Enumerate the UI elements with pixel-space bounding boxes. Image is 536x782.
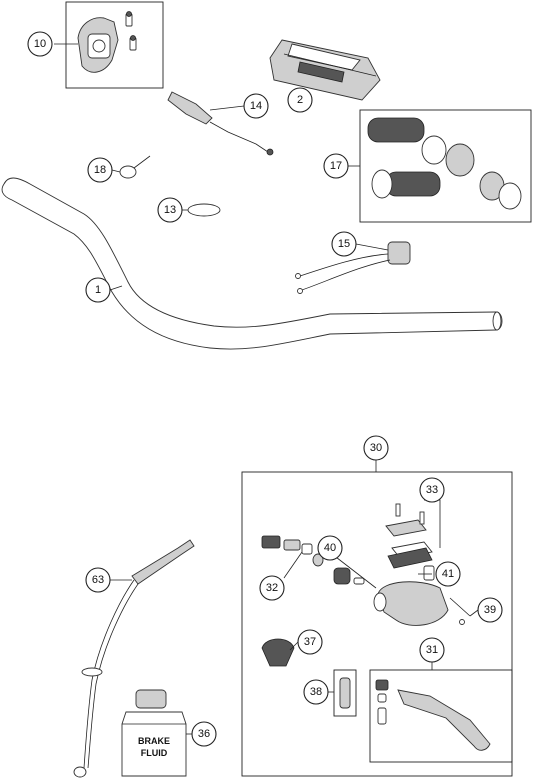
callout-38: 38 [303, 679, 329, 705]
callout-33: 33 [419, 477, 445, 503]
bottle-label-line2: FLUID [141, 748, 168, 758]
part-36-brake-fluid-bottle: BRAKE FLUID [121, 689, 187, 777]
callout-14-label: 14 [250, 100, 262, 112]
callout-1-label: 1 [95, 284, 101, 296]
callout-38-label: 38 [310, 686, 322, 698]
part-2-handlebar-pad [269, 39, 381, 101]
callout-31-label: 31 [426, 644, 438, 656]
part-10-throttle-housing [65, 1, 164, 89]
callout-15-label: 15 [338, 238, 350, 250]
callout-63-label: 63 [92, 574, 104, 586]
callout-31: 31 [419, 637, 445, 663]
callout-32-label: 32 [266, 582, 278, 594]
part-38-box [333, 669, 357, 717]
part-15-kill-switch [295, 241, 411, 294]
callout-41-label: 41 [442, 568, 454, 580]
callout-17-label: 17 [330, 160, 342, 172]
callout-14: 14 [243, 93, 269, 119]
part-41-master-cylinder-body [373, 565, 471, 626]
part-30-assembly-box [241, 471, 513, 777]
callout-1: 1 [85, 277, 111, 303]
part-1-handlebar [1, 177, 503, 350]
callout-18: 18 [87, 157, 113, 183]
callout-40: 40 [317, 535, 343, 561]
callout-39-label: 39 [484, 604, 496, 616]
part-37-clamp [261, 638, 295, 667]
part-17-grip-set [359, 109, 532, 223]
callout-63: 63 [85, 567, 111, 593]
callout-30: 30 [363, 435, 389, 461]
callout-36: 36 [191, 721, 217, 747]
callout-36-label: 36 [198, 728, 210, 740]
part-18-cable-tie [119, 155, 151, 179]
callout-13-label: 13 [164, 204, 176, 216]
callout-17: 17 [323, 153, 349, 179]
callout-10-label: 10 [34, 38, 46, 50]
callout-10: 10 [27, 31, 53, 57]
callout-37: 37 [297, 629, 323, 655]
part-13-o-ring [187, 203, 221, 217]
part-33-reservoir-cap [385, 499, 441, 569]
part-38-pin [333, 669, 357, 717]
part-31-brake-lever [369, 669, 513, 763]
leader-lines [54, 43, 479, 735]
callout-32: 32 [259, 575, 285, 601]
part-14-throttle-cable [167, 91, 274, 156]
callout-41: 41 [435, 561, 461, 587]
callout-2-label: 2 [297, 94, 303, 106]
part-31-box [369, 669, 513, 763]
callout-39: 39 [477, 597, 503, 623]
callout-37-label: 37 [304, 636, 316, 648]
callout-15: 15 [331, 231, 357, 257]
callout-40-label: 40 [324, 542, 336, 554]
part-10-box [65, 1, 164, 89]
callout-18-label: 18 [94, 164, 106, 176]
callout-2: 2 [287, 87, 313, 113]
part-63-brake-hose [73, 539, 195, 778]
callout-13: 13 [157, 197, 183, 223]
part-32-piston-kit [261, 535, 324, 567]
callout-30-label: 30 [370, 442, 382, 454]
callout-33-label: 33 [426, 484, 438, 496]
part-40-dust-boot [331, 553, 377, 589]
bottle-label-line1: BRAKE [138, 736, 170, 746]
